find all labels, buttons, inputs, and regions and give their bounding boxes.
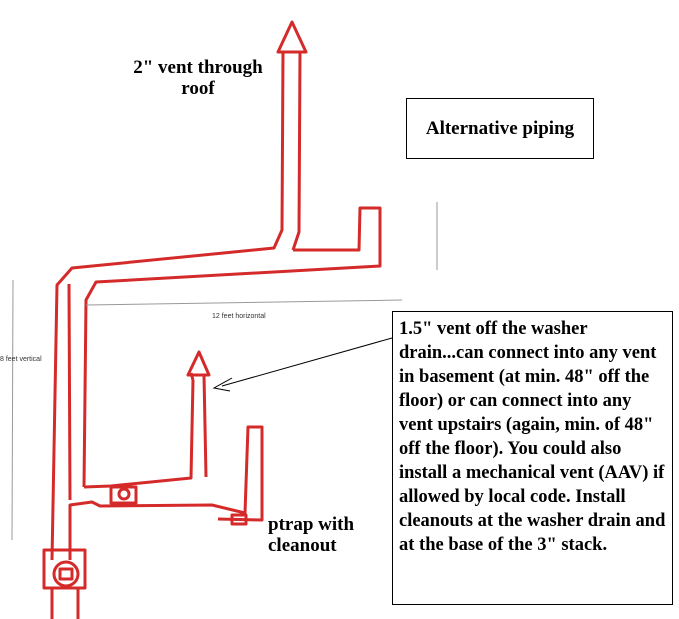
vent-arrow-head xyxy=(276,20,308,54)
lower-branch-top xyxy=(83,379,195,489)
horizontal-dimension-label: 12 feet horizontal xyxy=(212,313,266,320)
note-box: 1.5" vent off the washer drain...can con… xyxy=(392,311,673,605)
cleanout-upper xyxy=(117,487,131,501)
note-text: 1.5" vent off the washer drain...can con… xyxy=(399,319,666,555)
base-cleanout-box xyxy=(42,548,87,590)
ptrap-outlet xyxy=(230,513,248,526)
base-cleanout xyxy=(52,560,80,588)
washer-vent-right xyxy=(202,374,208,478)
main-vent-right-wall xyxy=(291,51,302,251)
ptrap-body xyxy=(109,485,138,505)
ptrap-label: ptrap with cleanout xyxy=(268,514,355,556)
note-pointer-line xyxy=(221,337,393,387)
vertical-dimension-label: 8 feet vertical xyxy=(0,356,42,363)
washer-vent-arrow-head xyxy=(186,350,211,377)
stack-inner-wall xyxy=(67,283,72,501)
horizontal-dimension-line xyxy=(85,299,403,306)
upper-horizontal-pipe xyxy=(82,206,382,488)
vertical-dimension-line xyxy=(11,279,14,541)
base-cleanout-inner xyxy=(58,567,74,581)
alternative-piping-title: Alternative piping xyxy=(425,117,575,139)
vent-roof-label: 2" vent through roof xyxy=(133,57,263,99)
main-vent-left-wall xyxy=(50,51,285,561)
lower-branch-bottom xyxy=(68,425,264,560)
note-pointer-head xyxy=(212,377,233,392)
alternative-piping-box: Alternative piping xyxy=(406,98,594,159)
